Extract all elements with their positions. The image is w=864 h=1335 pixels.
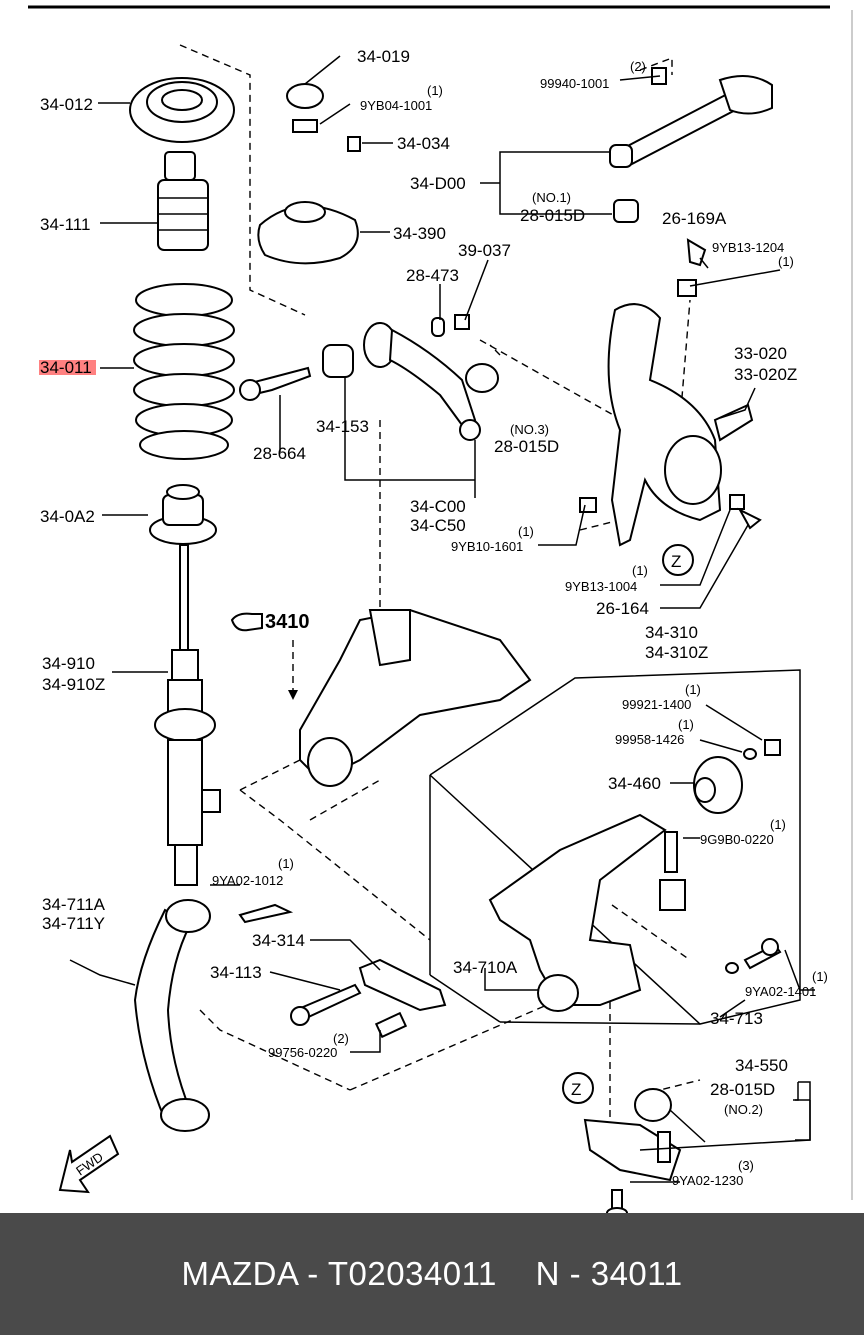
label-28-473[interactable]: 28-473 (406, 266, 459, 285)
upper-mount-34-012 (129, 77, 235, 143)
bolt-34-713 (725, 938, 782, 974)
label-34-314[interactable]: 34-314 (252, 931, 305, 950)
parts-diagram: Z Z FWD (28, 5, 853, 1213)
label-99921-1400[interactable]: 99921-1400 (622, 697, 691, 712)
bushing-34-460 (693, 739, 781, 814)
bump-stop-34-111 (157, 151, 209, 251)
dashed-guides (179, 44, 701, 1120)
z-marker-2: Z (562, 1072, 594, 1104)
qty-9ya02-1401: (1) (812, 969, 828, 984)
label-99940-1001[interactable]: 99940-1001 (540, 76, 609, 91)
footer-part-number: MAZDA - T02034011 N - 34011 (181, 1255, 683, 1292)
qty-9ya02-1230: (3) (738, 1158, 754, 1173)
qty-99921: (1) (685, 682, 701, 697)
arm-34-711A (133, 899, 294, 1132)
label-28-015d-no2[interactable]: 28-015D (710, 1080, 775, 1099)
label-28-015d-no1[interactable]: 28-015D (520, 206, 585, 225)
label-26-169a[interactable]: 26-169A (662, 209, 727, 228)
label-9yb04-1001[interactable]: 9YB04-1001 (360, 98, 432, 113)
label-33-020[interactable]: 33-020 (734, 344, 787, 363)
label-34-019[interactable]: 34-019 (357, 47, 410, 66)
label-9yb13-1204[interactable]: 9YB13-1204 (712, 240, 784, 255)
bolt-28-664 (239, 366, 312, 401)
spring-seat-34-0A2 (149, 484, 217, 545)
qty-9yb10: (1) (518, 524, 534, 539)
label-34-460[interactable]: 34-460 (608, 774, 661, 793)
label-34-034[interactable]: 34-034 (397, 134, 450, 153)
qty-99940: (2) (630, 59, 646, 74)
label-34-390[interactable]: 34-390 (393, 224, 446, 243)
label-9ya02-1401[interactable]: 9YA02-1401 (745, 984, 816, 999)
label-9g9b0-0220[interactable]: 9G9B0-0220 (700, 832, 774, 847)
label-no1: (NO.1) (532, 190, 571, 205)
cap-34-019 (286, 83, 324, 133)
label-34-713[interactable]: 34-713 (710, 1009, 763, 1028)
upper-arm-34-c00 (322, 314, 499, 441)
lower-arm-34-710A (488, 813, 686, 1012)
label-34-910[interactable]: 34-910 (42, 654, 95, 673)
label-28-664[interactable]: 28-664 (253, 444, 306, 463)
qty-99756: (2) (333, 1031, 349, 1046)
label-9ya02-1230[interactable]: 9YA02-1230 (672, 1173, 743, 1188)
subframe-3410 (299, 608, 532, 787)
qty-99958: (1) (678, 717, 694, 732)
label-9ya02-1012[interactable]: 9YA02-1012 (212, 873, 283, 888)
label-34-c50[interactable]: 34-C50 (410, 516, 466, 535)
label-34-011[interactable]: 34-011 (40, 358, 92, 377)
label-28-015d-no3[interactable]: 28-015D (494, 437, 559, 456)
label-34-d00[interactable]: 34-D00 (410, 174, 466, 193)
pointer-hand-icon (230, 612, 298, 700)
label-99958-1426[interactable]: 99958-1426 (615, 732, 684, 747)
label-34-310[interactable]: 34-310 (645, 623, 698, 642)
label-34-711y[interactable]: 34-711Y (42, 914, 105, 933)
fwd-arrow: FWD (58, 1134, 120, 1194)
qty-9ya02-1012: (1) (278, 856, 294, 871)
label-34-710a[interactable]: 34-710A (453, 958, 518, 977)
ball-joint-34-550 (583, 1088, 682, 1213)
label-34-310z[interactable]: 34-310Z (645, 643, 708, 662)
label-9yb13-1004[interactable]: 9YB13-1004 (565, 579, 637, 594)
bracket-28-015d (793, 1082, 799, 1101)
plate-34-314 (290, 958, 447, 1039)
bracket-34-550 (639, 1081, 811, 1151)
z-marker-2-text: Z (571, 1080, 581, 1099)
label-33-020z[interactable]: 33-020Z (734, 365, 797, 384)
knuckle-33-020 (579, 238, 762, 547)
label-no2: (NO.2) (724, 1102, 763, 1117)
label-34-0a2[interactable]: 34-0A2 (40, 507, 95, 526)
label-34-113[interactable]: 34-113 (210, 963, 262, 982)
highlight-34-011 (39, 360, 96, 375)
label-no3: (NO.3) (510, 422, 549, 437)
label-9yb10-1601[interactable]: 9YB10-1601 (451, 539, 523, 554)
label-34-910z[interactable]: 34-910Z (42, 675, 105, 694)
label-99756-0220[interactable]: 99756-0220 (268, 1045, 337, 1060)
label-34-012[interactable]: 34-012 (40, 95, 93, 114)
leader-lines (69, 55, 815, 1183)
qty-9g9b0: (1) (770, 817, 786, 832)
stabilizer-link-34-D00 (609, 67, 773, 223)
label-3410[interactable]: 3410 (265, 611, 310, 633)
qty-9yb04: (1) (427, 83, 443, 98)
label-39-037[interactable]: 39-037 (458, 241, 511, 260)
label-34-153[interactable]: 34-153 (316, 417, 369, 436)
top-mount-34-390 (257, 136, 361, 265)
z-marker-1: Z (662, 544, 694, 576)
shock-absorber-34-910 (154, 544, 221, 886)
z-marker-1-text: Z (671, 552, 681, 571)
qty-9yb13-1004: (1) (632, 563, 648, 578)
label-34-711a[interactable]: 34-711A (42, 895, 106, 914)
footer-bar: MAZDA - T02034011 N - 34011 (0, 1213, 864, 1335)
label-34-550[interactable]: 34-550 (735, 1056, 788, 1075)
label-34-111[interactable]: 34-111 (40, 215, 90, 234)
qty-9yb13-1204: (1) (778, 254, 794, 269)
part-labels: 34-019 (1) 9YB04-1001 34-012 34-034 34-D… (40, 47, 828, 1188)
bracket-lines (344, 151, 811, 1141)
label-34-c00[interactable]: 34-C00 (410, 497, 466, 516)
coil-spring-34-011 (133, 283, 235, 460)
label-26-164[interactable]: 26-164 (596, 599, 649, 618)
